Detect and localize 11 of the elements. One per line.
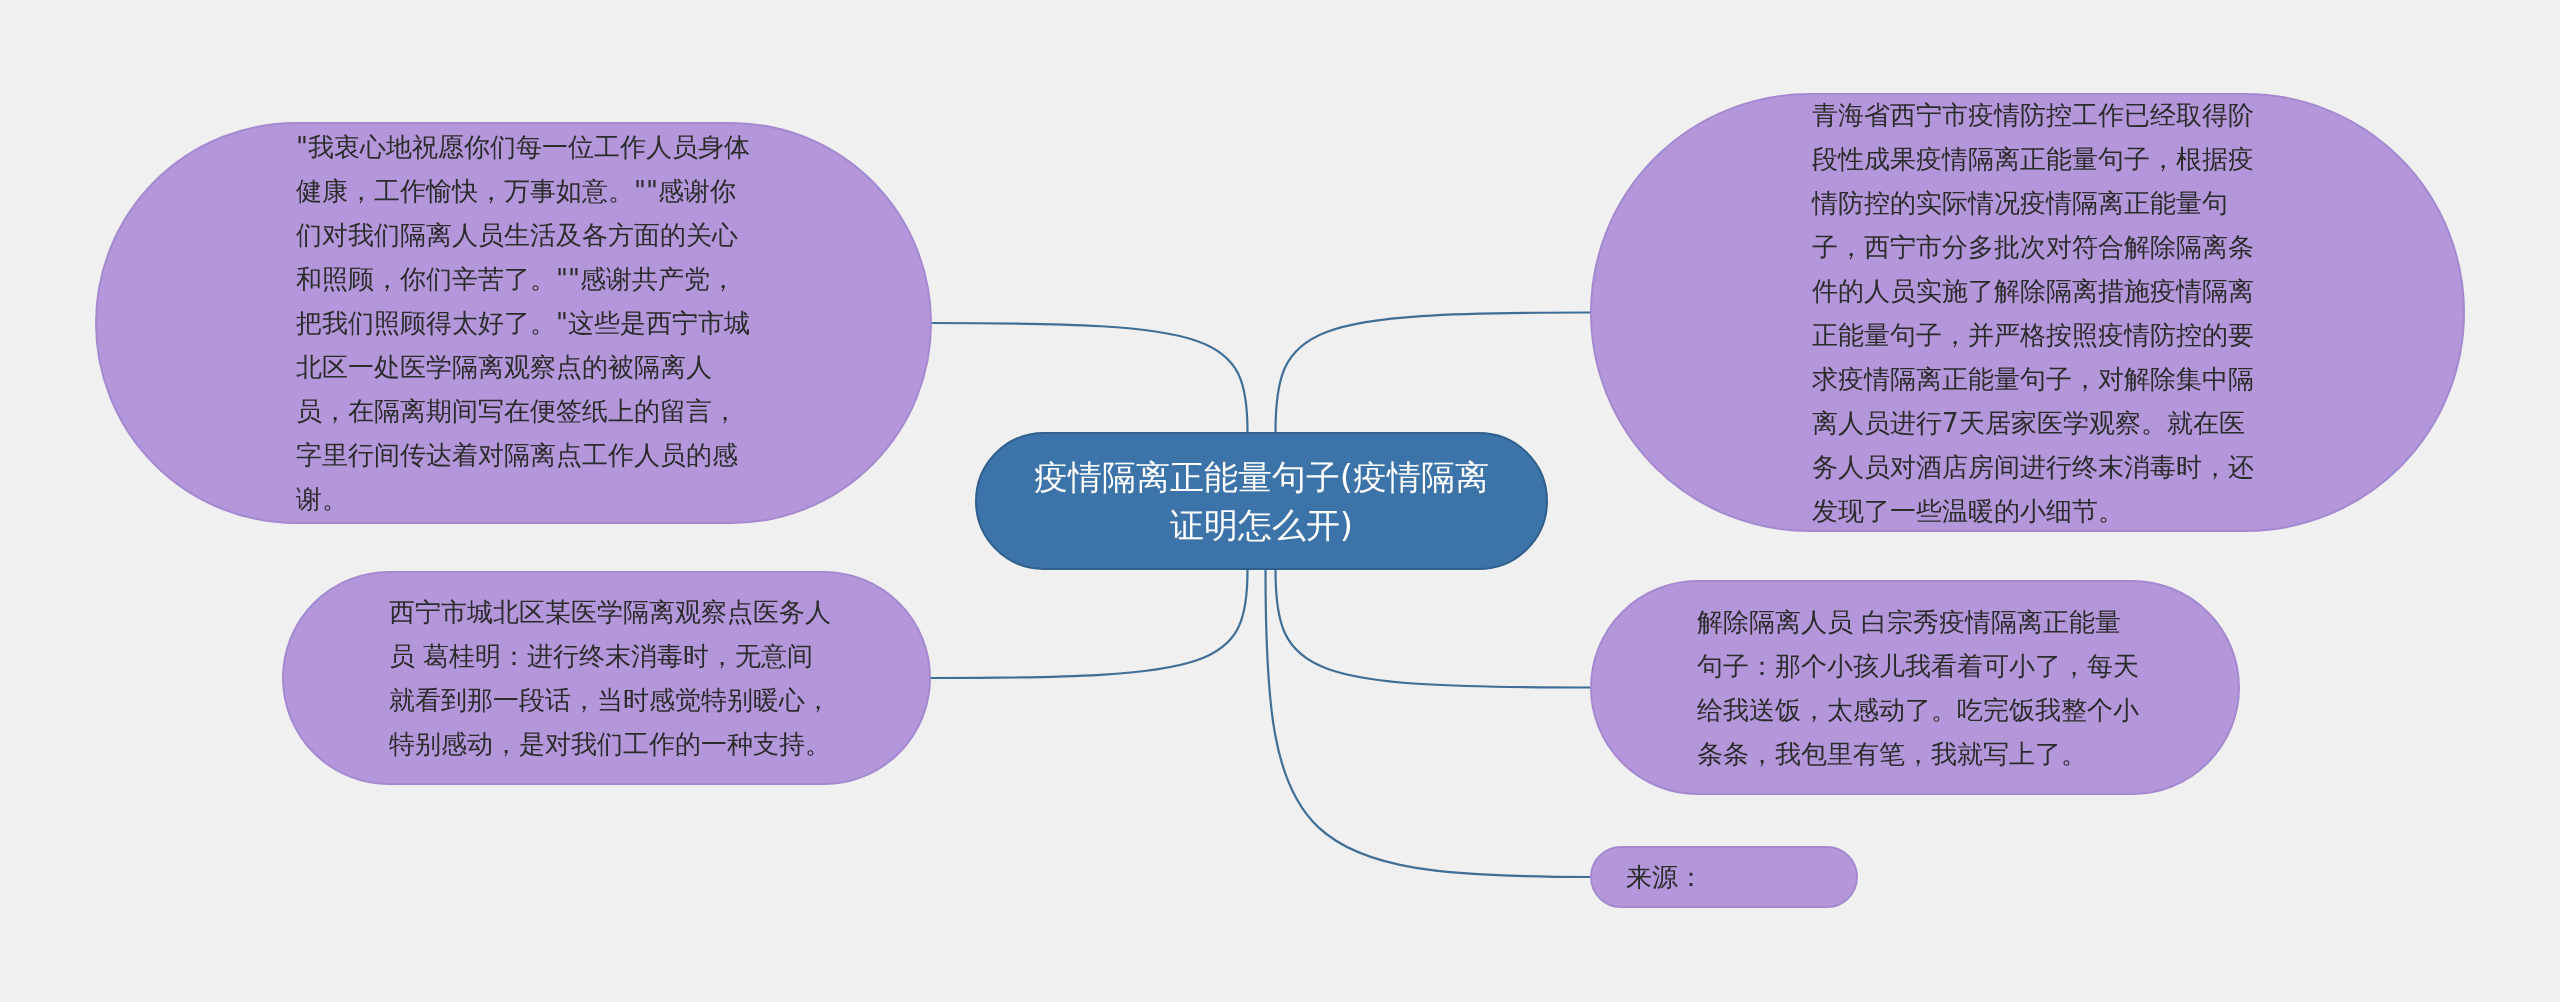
connector-line: [1264, 570, 1590, 879]
bubble-text: "我衷心地祝愿你们每一位工作人员身体健康，工作愉快，万事如意。""感谢你们对我们隔离人员生活及各方面的关心和照顾，你们辛苦了。""感谢共产党，把我们照顾得太好了。"这些是西宁市城北区一处医学隔离观察点的被隔离人员，在隔离期间写在便签纸上的留言，字里行间传达着对隔离点工作人员的感谢。: [296, 131, 751, 516]
connector-line: [1274, 569, 1590, 689]
bubble-text: 来源：: [1626, 861, 1705, 894]
bubble-text: 西宁市城北区某医学隔离观察点医务人员 葛桂明：进行终末消毒时，无意间就看到那一段话，当时感觉特别暖心，特别感动，是对我们工作的一种支持。: [389, 596, 832, 761]
bubble-text: 青海省西宁市疫情防控工作已经取得阶段性成果疫情隔离正能量句子，根据疫情防控的实际情况疫情隔离正能量句子，西宁市分多批次对符合解除隔离条件的人员实施了解除隔离措施疫情隔离正能量句子，并严格按照疫情防控的要求疫情隔离正能量句子，对解除集中隔离人员进行7天居家医学观察。就在医务人员对酒店房间进行终末消毒时，还发现了一些温暖的小细节。: [1812, 98, 2255, 528]
connector-line: [1274, 311, 1590, 433]
topic-title: 疫情隔离正能量句子(疫情隔离证明怎么开): [1032, 456, 1491, 547]
bubble-text: 解除隔离人员 白宗秀疫情隔离正能量句子：那个小孩儿我看着可小了，每天给我送饭，太感动了。吃完饭我整个小条条，我包里有笔，我就写上了。: [1697, 605, 2140, 771]
connector-line: [931, 569, 1249, 680]
connector-line: [932, 321, 1249, 433]
